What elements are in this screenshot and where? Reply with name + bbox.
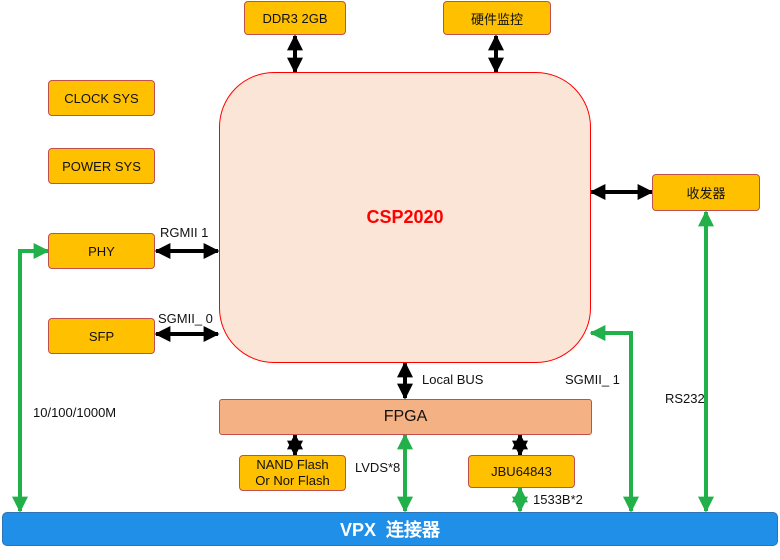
local-bus-label: Local BUS: [422, 372, 484, 387]
hw-monitor-label: 硬件监控: [470, 11, 523, 27]
ddr-block: DDR3 2GB: [244, 1, 346, 35]
power-label: POWER SYS: [62, 158, 141, 174]
fpga-label: FPGA: [383, 408, 428, 425]
clock-block: CLOCK SYS: [48, 80, 155, 116]
jbu-block: JBU64843: [468, 455, 575, 488]
sgmii1-label: SGMII_ 1: [565, 372, 620, 387]
sfp-label: SFP: [88, 328, 115, 344]
ddr-label: DDR3 2GB: [262, 10, 328, 26]
transceiver-label: 收发器: [686, 186, 726, 201]
fpga-block: FPGA: [219, 399, 592, 435]
cpu-block: CSP2020: [219, 72, 591, 363]
bus1553-label: 1533B*2: [533, 492, 583, 507]
clock-label: CLOCK SYS: [64, 90, 139, 106]
transceiver-block: 收发器: [652, 174, 760, 211]
power-block: POWER SYS: [48, 148, 155, 184]
sfp-block: SFP: [48, 318, 155, 354]
flash-label-line2: Or Nor Flash: [255, 473, 330, 488]
ethernet-speed-label: 10/100/1000M: [33, 405, 117, 420]
cpu-label: CSP2020: [366, 207, 444, 227]
hw-monitor-block: 硬件监控: [443, 1, 551, 35]
vpx-connector-block: VPX 连接器: [2, 512, 778, 546]
flash-label-line1: NAND Flash: [256, 457, 329, 472]
phy-label: PHY: [88, 243, 115, 259]
phy-vpx-link: [12, 243, 50, 513]
sgmii0-label: SGMII_ 0: [158, 311, 213, 326]
jbu-label: JBU64843: [491, 464, 552, 479]
phy-block: PHY: [48, 233, 155, 269]
cpu-vpx-link: [589, 325, 639, 513]
rs232-label: RS232: [665, 391, 705, 406]
vpx-label: VPX 连接器: [339, 520, 441, 540]
rgmii-label: RGMII 1: [160, 225, 209, 240]
lvds-label: LVDS*8: [355, 460, 401, 475]
flash-block: NAND Flash Or Nor Flash: [239, 455, 346, 491]
